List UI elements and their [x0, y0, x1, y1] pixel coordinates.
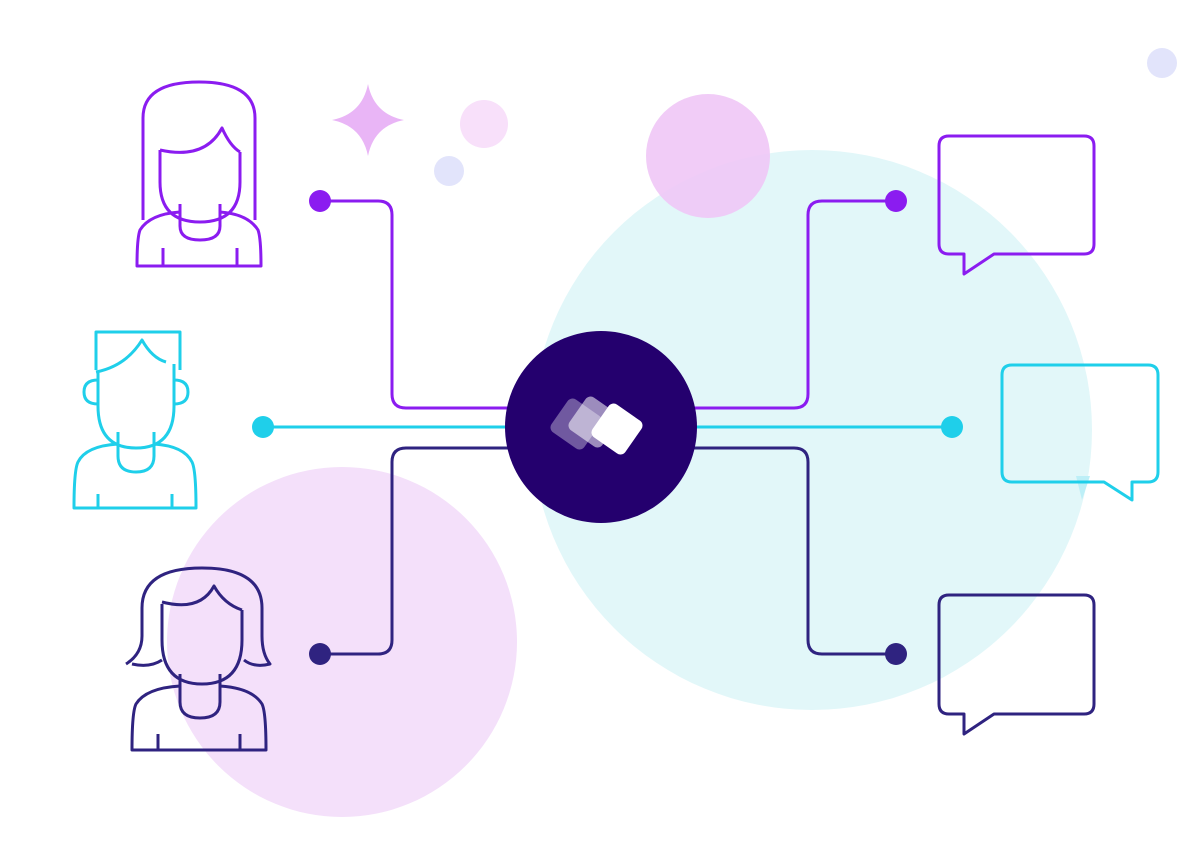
speech-bubble-icon	[937, 134, 1096, 276]
speech-bubble-icon	[1000, 363, 1160, 502]
bg-circle-pink-large	[167, 467, 517, 817]
bg-circle-mint	[532, 150, 1092, 710]
endpoint-dot	[309, 643, 331, 665]
bg-dot-lavender-corner	[1147, 48, 1177, 78]
endpoint-dot	[252, 416, 274, 438]
stacked-cards-icon	[550, 396, 643, 455]
connector-person-3	[320, 446, 560, 656]
connector-bubble-3	[640, 446, 896, 656]
connector-person-1	[320, 199, 560, 410]
bg-circle-pink-top	[646, 94, 770, 218]
bg-dot-lavender	[434, 156, 464, 186]
hub-node	[505, 331, 697, 523]
endpoint-dots	[252, 190, 963, 665]
woman-avatar-icon	[135, 80, 263, 268]
background-decorations	[167, 48, 1177, 817]
connector-bubble-1	[640, 199, 896, 410]
bg-dot-pink	[460, 100, 508, 148]
woman-bob-avatar-icon	[125, 566, 272, 752]
endpoint-dot	[941, 416, 963, 438]
speech-bubble-icon	[937, 593, 1096, 736]
endpoint-dot	[309, 190, 331, 212]
sparkle-icon	[332, 84, 404, 156]
man-avatar-icon	[72, 330, 198, 510]
connectors	[263, 199, 952, 656]
endpoint-dot	[885, 643, 907, 665]
endpoint-dot	[885, 190, 907, 212]
